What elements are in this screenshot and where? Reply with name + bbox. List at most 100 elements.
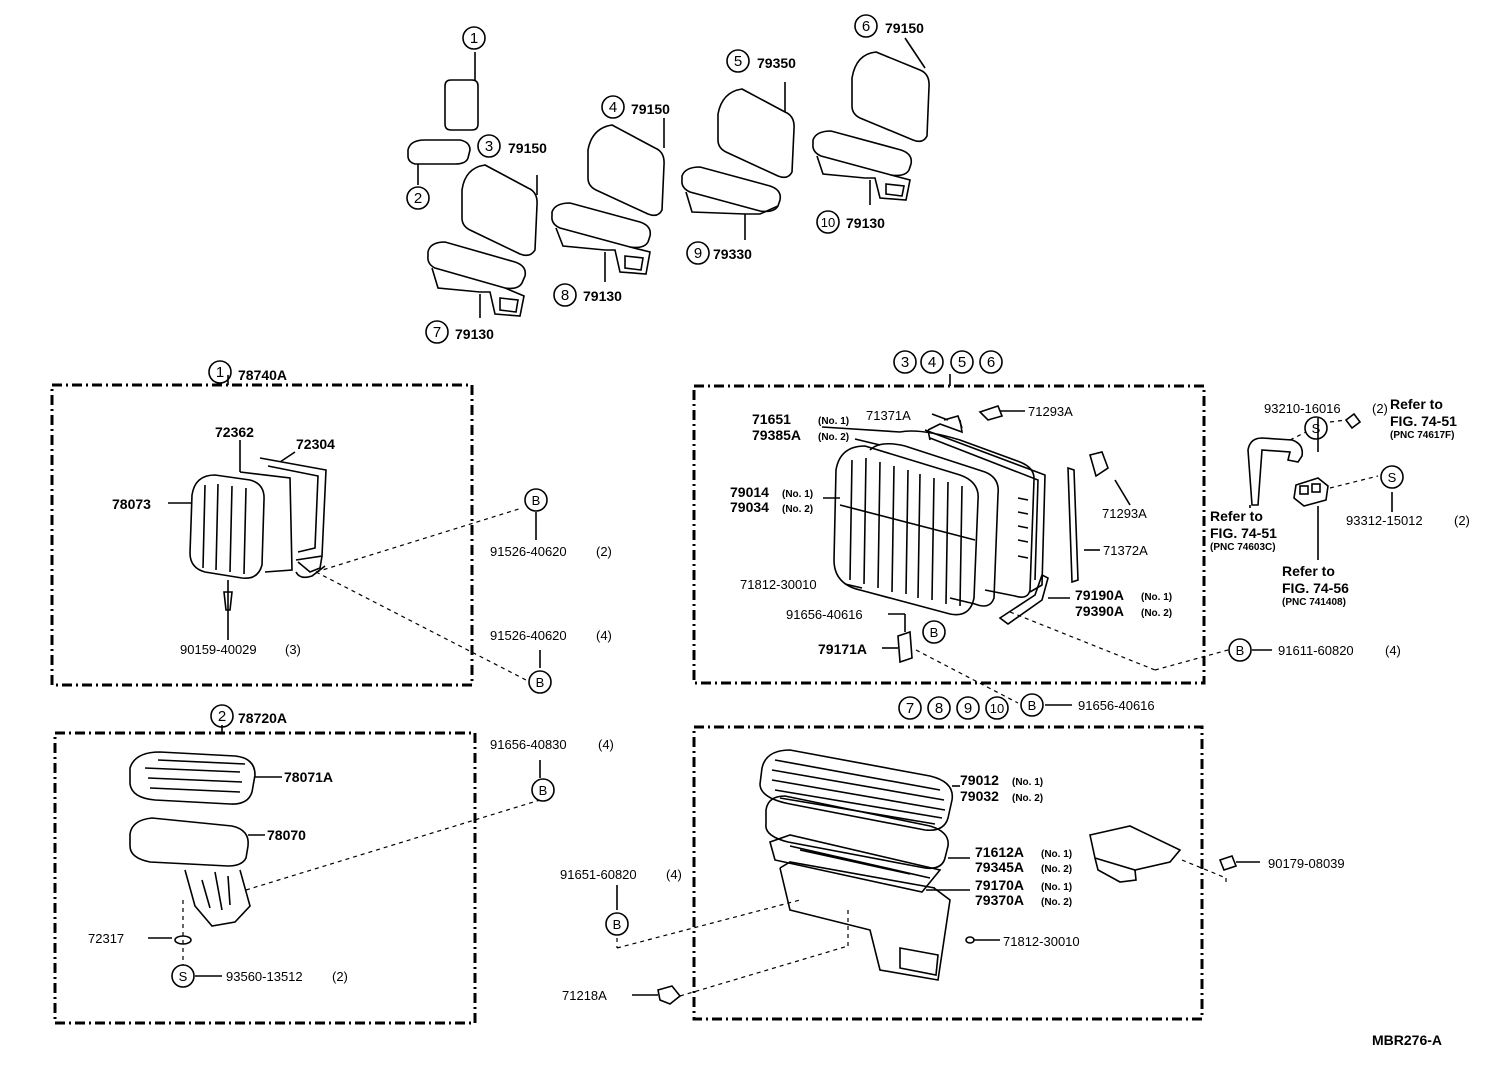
part-91611-qty: (4) <box>1385 643 1401 658</box>
overview-no-10: 10 <box>821 215 835 230</box>
figure-code: MBR276-A <box>1372 1032 1442 1048</box>
part-79034-note: (No. 2) <box>782 504 813 515</box>
overview-seatback-6 <box>851 37 930 143</box>
part-90179-08039: 90179-08039 <box>1268 856 1345 871</box>
overview-seat-8 <box>551 202 652 282</box>
box-1-leaders <box>315 507 527 681</box>
box-3-no-3: 3 <box>901 354 909 371</box>
callout-circle-7 <box>425 320 449 344</box>
callout-circle-8 <box>553 283 577 307</box>
part-90159-40029: 90159-40029 <box>180 642 257 657</box>
part-91526-qty-b: (4) <box>596 628 612 643</box>
overview-no-3: 3 <box>485 138 493 155</box>
part-79390A-note: (No. 2) <box>1141 608 1172 619</box>
overview-seat-7 <box>427 241 527 318</box>
part-79345A: 79345A <box>975 859 1024 875</box>
part-79370A: 79370A <box>975 892 1024 908</box>
callout-circle-1 <box>462 26 486 50</box>
part-71372A: 71372A <box>1103 543 1148 558</box>
part-90159-qty: (3) <box>285 642 301 657</box>
refer-3-fig: FIG. 74-56 <box>1282 580 1349 596</box>
part-71293A-b: 71293A <box>1102 506 1147 521</box>
part-79390A: 79390A <box>1075 603 1124 619</box>
part-91526-qty-a: (2) <box>596 544 612 559</box>
part-79032-note: (No. 2) <box>1012 793 1043 804</box>
part-91656-40616-b: 91656-40616 <box>1078 698 1155 713</box>
part-79385A: 79385A <box>752 427 801 443</box>
part-79385A-note: (No. 2) <box>818 432 849 443</box>
refer-2-pnc: (PNC 74603C) <box>1210 542 1276 553</box>
overview-no-9: 9 <box>694 245 702 262</box>
part-79034: 79034 <box>730 499 769 515</box>
part-78070: 78070 <box>267 827 306 843</box>
callout-circle-6 <box>854 14 878 38</box>
part-93210-qty: (2) <box>1372 401 1388 416</box>
overview-pn-7: 79130 <box>455 326 494 342</box>
overview-pn-9: 79330 <box>713 246 752 262</box>
overview-headrest-1 <box>444 52 479 131</box>
callout-circle-10 <box>816 210 840 234</box>
marker-b-box3-inner: B <box>930 625 939 640</box>
callout-circle-2 <box>406 186 430 210</box>
part-79012-note: (No. 1) <box>1012 777 1043 788</box>
part-71612A-note: (No. 1) <box>1041 849 1072 860</box>
overview-no-5: 5 <box>734 53 742 70</box>
box-4-frame <box>692 725 1204 1021</box>
part-71651-note: (No. 1) <box>818 416 849 427</box>
overview-no-4: 4 <box>609 99 617 116</box>
part-79014: 79014 <box>730 484 769 500</box>
overview-pn-5: 79350 <box>757 55 796 71</box>
box-4-no-8: 8 <box>935 700 943 717</box>
box-1-title: 78740A <box>238 367 287 383</box>
part-78071A: 78071A <box>284 769 333 785</box>
armrest-78720A-drawing <box>129 751 541 977</box>
overview-no-6: 6 <box>862 18 870 35</box>
callout-circle-3 <box>477 134 501 158</box>
refer-1-label: Refer to <box>1390 396 1443 412</box>
marker-b-box3-right: B <box>1236 643 1245 658</box>
callout-circle-4 <box>601 95 625 119</box>
part-71218A: 71218A <box>562 988 607 1003</box>
part-91611-60820: 91611-60820 <box>1278 643 1354 658</box>
part-72304: 72304 <box>296 436 335 452</box>
marker-b-box4: B <box>613 917 622 932</box>
part-91656-40830: 91656-40830 <box>490 737 567 752</box>
part-71612A: 71612A <box>975 844 1024 860</box>
part-93312-15012: 93312-15012 <box>1346 513 1423 528</box>
marker-b-box2: B <box>539 783 548 798</box>
box-1-frame <box>50 383 474 687</box>
box-2-frame <box>53 731 477 1025</box>
seat-cushion-assembly-drawing <box>632 749 1260 1005</box>
part-93560-13512: 93560-13512 <box>226 969 303 984</box>
part-93312-qty: (2) <box>1454 513 1470 528</box>
marker-s-box2: S <box>179 969 188 984</box>
part-93210-16016: 93210-16016 <box>1264 401 1341 416</box>
overview-no-7: 7 <box>433 324 441 341</box>
overview-pn-6: 79150 <box>885 20 924 36</box>
refer-2-fig: FIG. 74-51 <box>1210 525 1277 541</box>
part-71371A: 71371A <box>866 408 911 423</box>
seatback-assembly-drawing <box>821 405 1131 664</box>
overview-no-8: 8 <box>561 287 569 304</box>
overview-seatback-3 <box>461 164 538 257</box>
overview-seat-9 <box>681 166 782 240</box>
box-2-no: 2 <box>218 708 226 725</box>
box-3-no-5: 5 <box>958 354 966 371</box>
overview-seatback-5 <box>717 82 795 179</box>
box-1-no: 1 <box>216 364 224 381</box>
part-91526-40620-b: 91526-40620 <box>490 628 567 643</box>
part-79190A: 79190A <box>1075 587 1124 603</box>
marker-s-side-1: S <box>1312 421 1321 436</box>
box-3-no-4: 4 <box>928 354 936 371</box>
overview-seatback-4 <box>587 118 665 217</box>
overview-no-1: 1 <box>470 30 478 47</box>
part-91651-60820: 91651-60820 <box>560 867 637 882</box>
part-78073: 78073 <box>112 496 151 512</box>
part-91656-40830-qty: (4) <box>598 737 614 752</box>
box-4-no-10: 10 <box>990 701 1004 716</box>
callout-circle-9 <box>686 241 710 265</box>
box-3-no-6: 6 <box>987 354 995 371</box>
part-79170A-note: (No. 1) <box>1041 882 1072 893</box>
